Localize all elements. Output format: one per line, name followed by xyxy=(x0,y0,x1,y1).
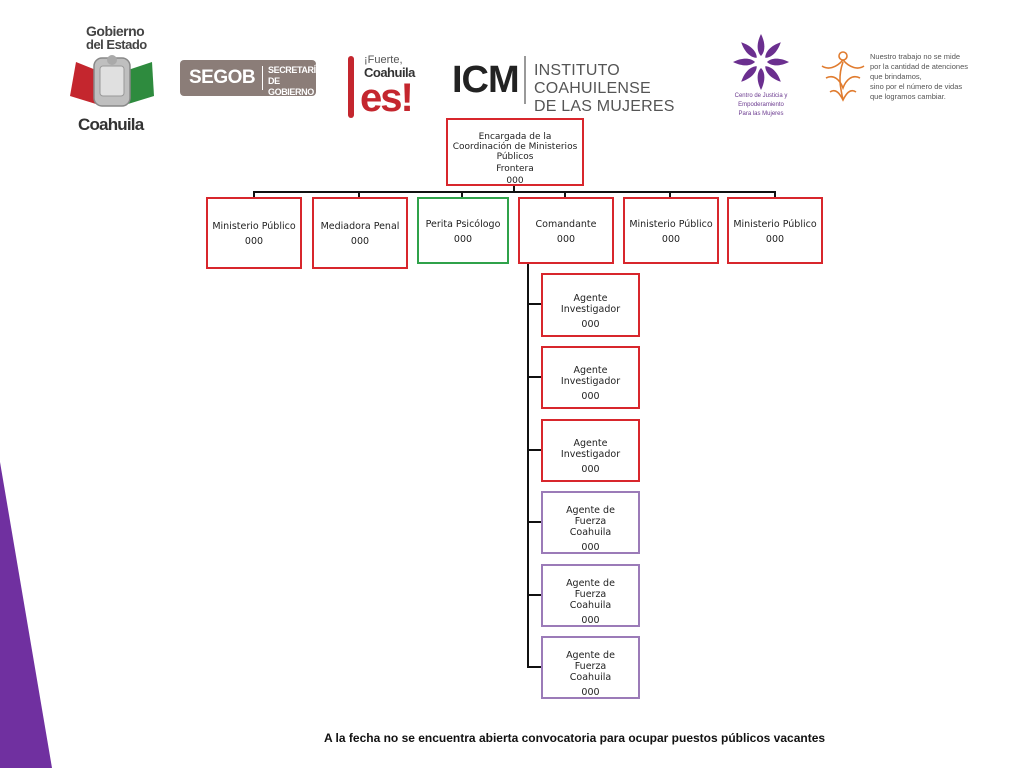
vacancy-notice: A la fecha no se encuentra abierta convo… xyxy=(324,731,826,745)
node-value: 000 xyxy=(581,687,600,698)
centro-justicia-logo: Centro de Justicia y Empoderamiento Para… xyxy=(728,32,794,120)
node-value: 000 xyxy=(581,391,600,402)
root-title: Encargada de la Coordinación de Minister… xyxy=(452,132,578,162)
gobierno-logo-line2: del Estado xyxy=(86,37,147,52)
fuerte-logo-bar xyxy=(348,56,354,118)
sub-connector-3 xyxy=(527,449,543,451)
segob-logo-divider xyxy=(262,66,263,90)
gobierno-coahuila-logo: Gobierno del Estado Coahuila xyxy=(66,22,158,134)
centro-logo-line1: Centro de Justicia y xyxy=(734,93,788,99)
fuerte-coahuila-logo: ¡Fuerte, Coahuila es! xyxy=(346,52,424,122)
segob-logo-subtitle: SECRETARÍA DE GOBIERNO xyxy=(268,65,322,97)
node-ministerio-publico-2: Ministerio Público 000 xyxy=(623,197,719,264)
node-agente-fuerza-coahuila-2: Agente de Fuerza Coahuila 000 xyxy=(541,564,640,627)
drop-connector-3 xyxy=(461,191,463,199)
fuerte-logo-small: ¡Fuerte, xyxy=(364,54,403,66)
sub-connector-6 xyxy=(527,666,543,668)
root-node: Encargada de la Coordinación de Minister… xyxy=(446,118,584,186)
gobierno-logo-line1: Gobierno xyxy=(86,23,145,39)
lotus-figure-icon xyxy=(821,51,865,102)
node-agente-fuerza-coahuila-1: Agente de Fuerza Coahuila 000 xyxy=(541,491,640,554)
sub-connector-4 xyxy=(527,521,543,523)
icm-logo-name-line1: INSTITUTO COAHUILENSE xyxy=(534,62,651,97)
drop-connector-4 xyxy=(564,191,566,199)
fuerte-logo-coahuila: Coahuila xyxy=(364,65,415,80)
node-value: 000 xyxy=(453,234,473,245)
node-title: Ministerio Público xyxy=(212,221,296,232)
node-ministerio-publico-3: Ministerio Público 000 xyxy=(727,197,823,264)
node-title: Agente Investigador xyxy=(560,293,621,315)
gobierno-logo-line3: Coahuila xyxy=(78,115,144,134)
node-value: 000 xyxy=(581,542,600,553)
node-title: Ministerio Público xyxy=(733,219,817,230)
star-flower-icon xyxy=(733,34,789,90)
node-agente-investigador-1: Agente Investigador 000 xyxy=(541,273,640,337)
node-ministerio-publico-1: Ministerio Público 000 xyxy=(206,197,302,269)
comandante-vertical-connector xyxy=(527,262,529,668)
node-value: 000 xyxy=(244,236,264,247)
node-value: 000 xyxy=(661,234,681,245)
root-value: 000 xyxy=(506,176,524,186)
node-value: 000 xyxy=(581,615,600,626)
node-title: Perita Psicólogo xyxy=(425,219,501,230)
slogan-text: Nuestro trabajo no se mide por la cantid… xyxy=(870,52,968,101)
node-title: Mediadora Penal xyxy=(320,221,400,232)
centro-logo-line2: Empoderamiento xyxy=(738,102,784,108)
sub-connector-1 xyxy=(527,303,543,305)
node-value: 000 xyxy=(581,464,600,475)
node-perita-psicologo: Perita Psicólogo 000 xyxy=(417,197,509,264)
purple-corner-decoration xyxy=(0,462,52,768)
fuerte-logo-es: es! xyxy=(360,76,414,120)
node-title: Ministerio Público xyxy=(629,219,713,230)
node-value: 000 xyxy=(765,234,785,245)
node-title: Agente de Fuerza Coahuila xyxy=(566,650,615,683)
drop-connector-2 xyxy=(358,191,360,199)
icm-logo-divider xyxy=(524,56,526,104)
node-mediadora-penal: Mediadora Penal 000 xyxy=(312,197,408,269)
drop-connector-1 xyxy=(253,191,255,199)
sub-connector-5 xyxy=(527,594,543,596)
node-title: Agente de Fuerza Coahuila xyxy=(566,505,615,538)
root-subtitle: Frontera xyxy=(496,164,534,174)
root-connector xyxy=(513,185,515,193)
node-title: Comandante xyxy=(535,219,597,230)
lotus-slogan-logo: Nuestro trabajo no se mide por la cantid… xyxy=(818,48,978,108)
segob-logo: SEGOB SECRETARÍA DE GOBIERNO xyxy=(180,60,322,97)
segob-logo-main: SEGOB xyxy=(189,67,256,88)
sub-connector-2 xyxy=(527,376,543,378)
node-value: 000 xyxy=(581,319,600,330)
drop-connector-6 xyxy=(774,191,776,199)
node-title: Agente de Fuerza Coahuila xyxy=(566,578,615,611)
node-agente-fuerza-coahuila-3: Agente de Fuerza Coahuila 000 xyxy=(541,636,640,699)
coat-of-arms-icon xyxy=(70,55,154,107)
icm-logo-acronym: ICM xyxy=(452,59,520,101)
node-agente-investigador-3: Agente Investigador 000 xyxy=(541,419,640,482)
node-value: 000 xyxy=(350,236,370,247)
icm-logo: ICM INSTITUTO COAHUILENSE DE LAS MUJERES xyxy=(452,54,708,115)
node-value: 000 xyxy=(556,234,576,245)
icm-logo-name-line2: DE LAS MUJERES xyxy=(534,98,675,115)
node-title: Agente Investigador xyxy=(560,365,621,387)
centro-logo-line3: Para las Mujeres xyxy=(738,111,784,117)
node-agente-investigador-2: Agente Investigador 000 xyxy=(541,346,640,409)
node-title: Agente Investigador xyxy=(560,438,621,460)
node-comandante: Comandante 000 xyxy=(518,197,614,264)
drop-connector-5 xyxy=(669,191,671,199)
level1-horizontal-connector xyxy=(254,191,776,193)
